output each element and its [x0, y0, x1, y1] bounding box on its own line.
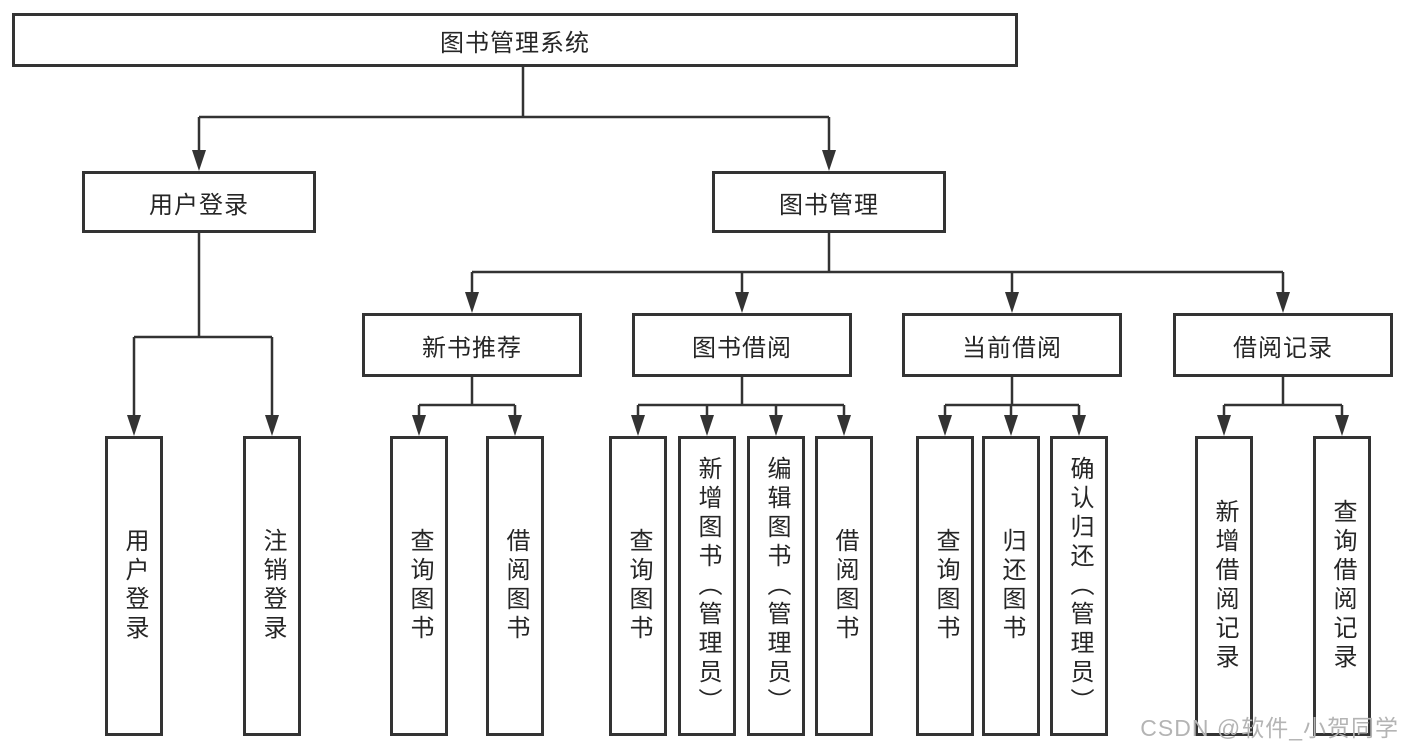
node-user-login: 用户登录 — [82, 171, 316, 233]
leaf-logout: 注销登录 — [243, 436, 301, 736]
leaf-recommend-query-book: 查询图书 — [390, 436, 448, 736]
node-new-book-recommend-label: 新书推荐 — [422, 334, 522, 362]
leaf-confirm-return-admin: 确认归还（管理员） — [1050, 436, 1108, 736]
node-book-borrow: 图书借阅 — [632, 313, 852, 377]
leaf-current-query-book: 查询图书 — [916, 436, 974, 736]
leaf-return-book-label: 归还图书 — [998, 528, 1025, 644]
node-book-borrow-label: 图书借阅 — [692, 334, 792, 362]
leaf-logout-label: 注销登录 — [259, 528, 286, 644]
leaf-recommend-query-book-label: 查询图书 — [406, 528, 433, 644]
node-borrow-record: 借阅记录 — [1173, 313, 1393, 377]
leaf-add-book-admin: 新增图书（管理员） — [678, 436, 736, 736]
node-borrow-record-label: 借阅记录 — [1233, 334, 1333, 362]
csdn-watermark: CSDN @软件_小贺同学 — [1140, 715, 1399, 741]
node-book-management-label: 图书管理 — [779, 191, 879, 219]
leaf-query-borrow-record: 查询借阅记录 — [1313, 436, 1371, 736]
node-book-management: 图书管理 — [712, 171, 946, 233]
leaf-borrow-query-book: 查询图书 — [609, 436, 667, 736]
leaf-add-book-admin-label: 新增图书（管理员） — [694, 455, 721, 717]
leaf-recommend-borrow-book: 借阅图书 — [486, 436, 544, 736]
leaf-return-book: 归还图书 — [982, 436, 1040, 736]
leaf-current-query-book-label: 查询图书 — [932, 528, 959, 644]
node-root-system: 图书管理系统 — [12, 13, 1018, 67]
leaf-edit-book-admin-label: 编辑图书（管理员） — [763, 455, 790, 717]
leaf-query-borrow-record-label: 查询借阅记录 — [1329, 499, 1356, 673]
node-current-borrow-label: 当前借阅 — [962, 334, 1062, 362]
leaf-add-borrow-record: 新增借阅记录 — [1195, 436, 1253, 736]
leaf-user-login: 用户登录 — [105, 436, 163, 736]
leaf-confirm-return-admin-label: 确认归还（管理员） — [1066, 455, 1093, 717]
leaf-borrow-book: 借阅图书 — [815, 436, 873, 736]
leaf-borrow-book-label: 借阅图书 — [831, 528, 858, 644]
node-current-borrow: 当前借阅 — [902, 313, 1122, 377]
leaf-borrow-query-book-label: 查询图书 — [625, 528, 652, 644]
leaf-edit-book-admin: 编辑图书（管理员） — [747, 436, 805, 736]
leaf-user-login-label: 用户登录 — [121, 528, 148, 644]
leaf-recommend-borrow-book-label: 借阅图书 — [502, 528, 529, 644]
node-root-label: 图书管理系统 — [440, 29, 590, 57]
node-new-book-recommend: 新书推荐 — [362, 313, 582, 377]
node-user-login-label: 用户登录 — [149, 191, 249, 219]
leaf-add-borrow-record-label: 新增借阅记录 — [1211, 499, 1238, 673]
